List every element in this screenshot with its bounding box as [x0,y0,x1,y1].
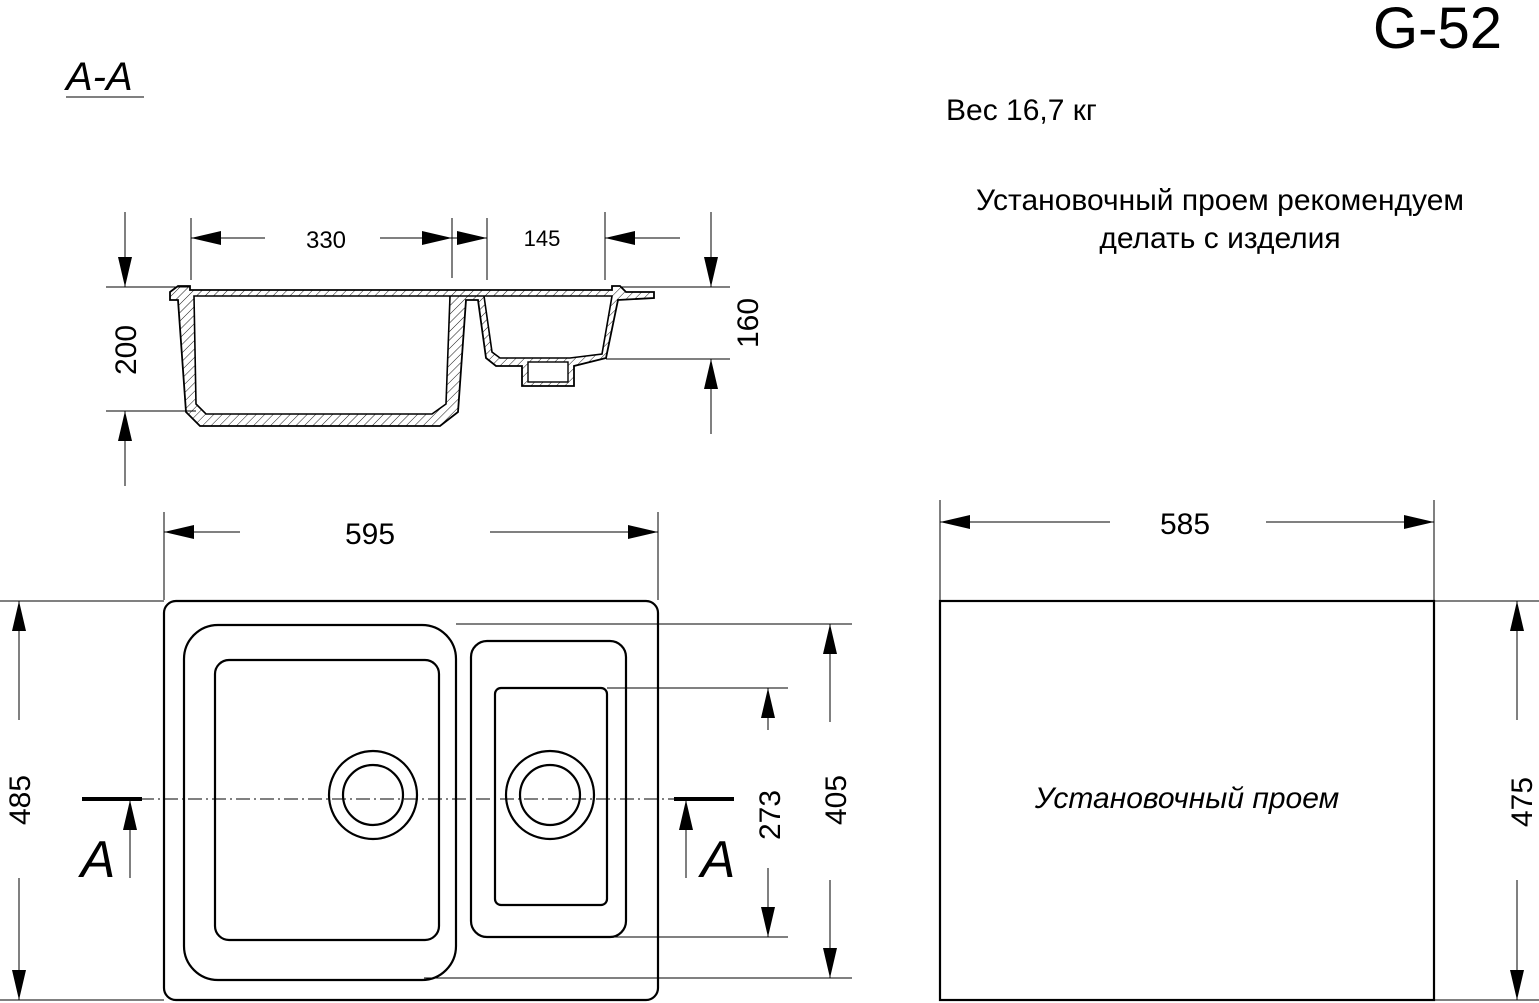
large-drain-outer [327,749,419,841]
small-bowl-rim [469,639,628,939]
large-bowl-bottom [213,658,441,942]
cut-mark-right: А [698,831,736,889]
sink-outline [162,599,660,1002]
dim-160: 160 [732,298,765,348]
cutout-label: Установочный проем [1034,782,1339,815]
note-line-2: делать с изделия [1099,222,1340,255]
note-line-1: Установочный проем рекомендуем [976,184,1464,217]
plan-view: А А 595 485 273 405 [0,512,853,1002]
model-title: G-52 [1373,0,1502,61]
large-drain-inner [341,763,405,827]
dim-585: 585 [1160,508,1210,541]
section-drain [527,361,569,383]
dim-485: 485 [4,775,37,825]
weight-text: Вес 16,7 кг [946,94,1097,127]
small-drain-outer [504,749,596,841]
dim-145: 145 [524,226,561,251]
small-drain-inner [518,763,582,827]
dim-200: 200 [110,325,143,375]
section-view: 330 145 200 160 [106,212,765,486]
dim-405: 405 [820,775,853,825]
section-label: А-А [64,55,133,99]
cutout-view: Установочный проем 585 475 [938,500,1539,1002]
large-bowl-rim [182,623,458,982]
small-bowl-bottom [493,686,609,907]
dim-330: 330 [306,227,346,254]
sink-section-cavity [193,295,613,415]
dim-595: 595 [345,518,395,551]
dim-475: 475 [1506,777,1539,827]
dim-273: 273 [754,790,787,840]
cutout-rect [938,599,1436,1002]
cut-mark-left: А [78,831,116,889]
